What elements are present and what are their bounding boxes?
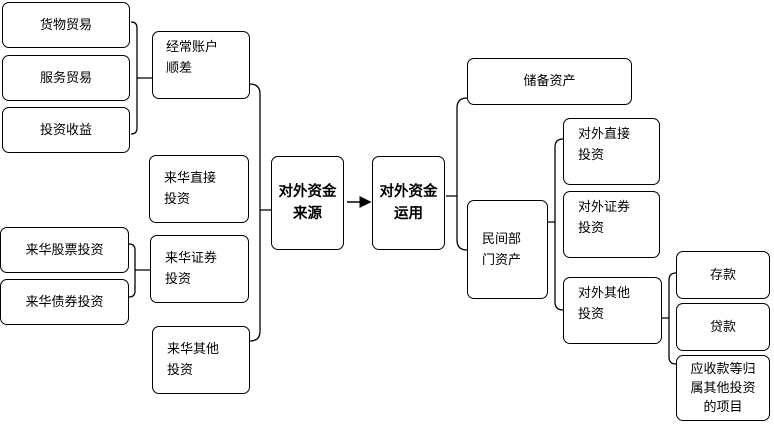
box-reserve-assets: 储备资产 (467, 58, 632, 105)
label-services-trade: 服务贸易 (39, 70, 92, 86)
label-portfolio-outflow: 对外证券 投资 (578, 200, 631, 236)
brace-source (249, 83, 271, 342)
box-investment-income: 投资收益 (2, 107, 130, 153)
box-portfolio-outflow: 对外证券 投资 (563, 191, 660, 258)
label-goods-trade: 货物贸易 (39, 17, 92, 33)
label-current-account-surplus: 经常账户 顺差 (166, 40, 219, 76)
box-fdi-inflow: 来华直接 投资 (149, 155, 249, 223)
box-deposits: 存款 (676, 251, 770, 299)
label-bond-inflow: 来华债券投资 (25, 294, 104, 310)
label-investment-income: 投资收益 (39, 122, 92, 138)
box-other-inflow: 来华其他 投资 (152, 326, 250, 394)
label-other-outflow: 对外其他 投资 (578, 286, 631, 322)
brace-private-assets (548, 138, 564, 311)
box-goods-trade: 货物贸易 (2, 2, 130, 48)
box-bond-inflow: 来华债券投资 (0, 279, 129, 325)
label-receivables-other: 应收款等归 属其他投资 的项目 (690, 361, 756, 415)
label-fund-use: 对外资金 运用 (379, 184, 438, 222)
box-fund-source: 对外资金 来源 (271, 156, 344, 250)
label-stock-inflow: 来华股票投资 (25, 242, 104, 258)
brace-use (446, 97, 468, 251)
brace-other-outflow (662, 272, 677, 365)
label-loans: 贷款 (709, 319, 736, 335)
label-fdi-inflow: 来华直接 投资 (164, 171, 217, 207)
box-loans: 贷款 (676, 303, 770, 351)
box-stock-inflow: 来华股票投资 (0, 227, 129, 273)
box-other-outflow: 对外其他 投资 (563, 277, 662, 344)
label-other-inflow: 来华其他 投资 (167, 342, 220, 378)
box-receivables-other: 应收款等归 属其他投资 的项目 (676, 355, 770, 421)
label-odi: 对外直接 投资 (578, 127, 631, 163)
box-fund-use: 对外资金 运用 (372, 156, 445, 250)
brace-current-account (130, 21, 152, 135)
label-private-sector-assets: 民间部 门资产 (482, 231, 522, 268)
label-portfolio-inflow: 来华证券 投资 (165, 251, 218, 287)
box-portfolio-inflow: 来华证券 投资 (150, 235, 249, 303)
brace-portfolio-inflow (128, 243, 150, 298)
box-odi: 对外直接 投资 (563, 118, 660, 185)
label-reserve-assets: 储备资产 (523, 74, 576, 89)
label-deposits: 存款 (709, 267, 736, 283)
box-private-sector-assets: 民间部 门资产 (467, 200, 548, 299)
box-services-trade: 服务贸易 (2, 55, 130, 101)
box-current-account-surplus: 经常账户 顺差 (152, 31, 250, 99)
label-fund-source: 对外资金 来源 (278, 184, 337, 222)
